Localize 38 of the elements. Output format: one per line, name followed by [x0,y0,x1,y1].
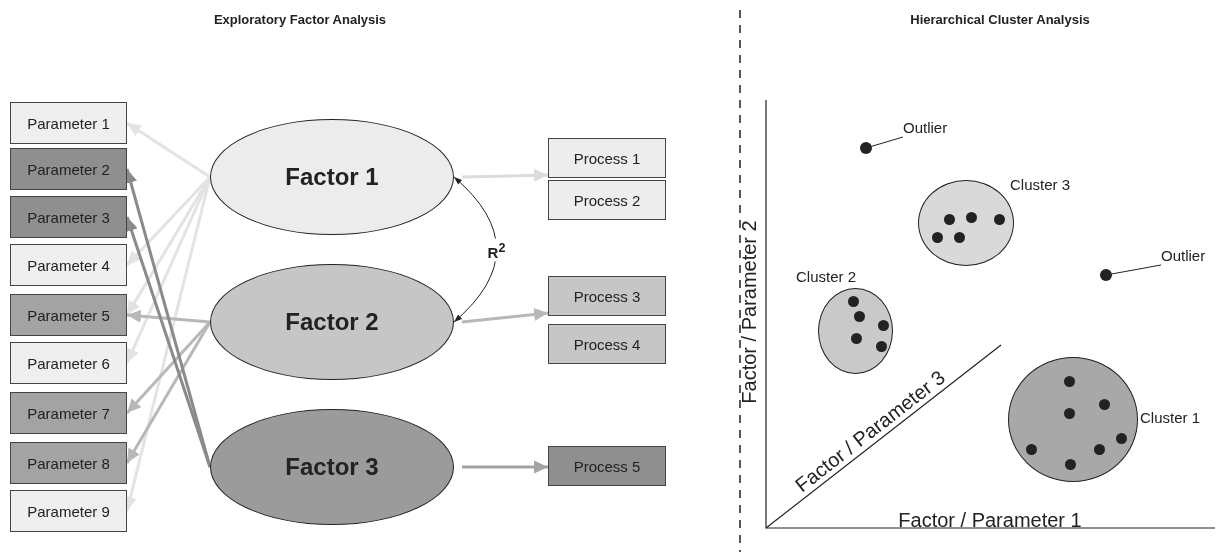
arrow [453,176,497,323]
parameter-box: Parameter 2 [10,148,127,190]
parameter-box: Parameter 6 [10,342,127,384]
parameter-box: Parameter 9 [10,490,127,532]
parameter-box: Parameter 4 [10,244,127,286]
arrow [126,121,211,179]
arrow [126,309,211,324]
cluster-label: Cluster 1 [1140,409,1201,427]
process-box: Process 4 [548,324,666,364]
process-box: Process 5 [548,446,666,486]
arrow [462,460,548,474]
outlier-point [860,142,872,154]
axis-label: Factor / Parameter 2 [737,220,761,404]
arrow [125,216,212,468]
leader-line [1111,264,1162,275]
edge-label: R$^{2}$ [486,238,507,261]
axis-label: Factor / Parameter 1 [898,508,1082,532]
leader-line [871,136,904,147]
parameter-box: Parameter 8 [10,442,127,484]
cluster-label: Cluster 2 [796,268,857,286]
process-box: Process 3 [548,276,666,316]
arrow [461,308,549,324]
outlier-label: Outlier [1161,247,1206,265]
outlier-point [1100,269,1112,281]
section-heading: Hierarchical Cluster Analysis [910,12,1090,27]
parameter-box: Parameter 7 [10,392,127,434]
factor-ellipse: Factor 1 [210,119,454,235]
outlier-label: Outlier [903,119,948,137]
factor-ellipse: Factor 3 [210,409,454,525]
process-box: Process 1 [548,138,666,178]
cluster-label: Cluster 3 [1010,176,1071,194]
parameter-box: Parameter 5 [10,294,127,336]
parameter-box: Parameter 1 [10,102,127,144]
arrow [461,168,549,182]
parameter-box: Parameter 3 [10,196,127,238]
section-heading: Exploratory Factor Analysis [213,12,387,27]
process-box: Process 2 [548,180,666,220]
factor-ellipse: Factor 2 [210,264,454,380]
